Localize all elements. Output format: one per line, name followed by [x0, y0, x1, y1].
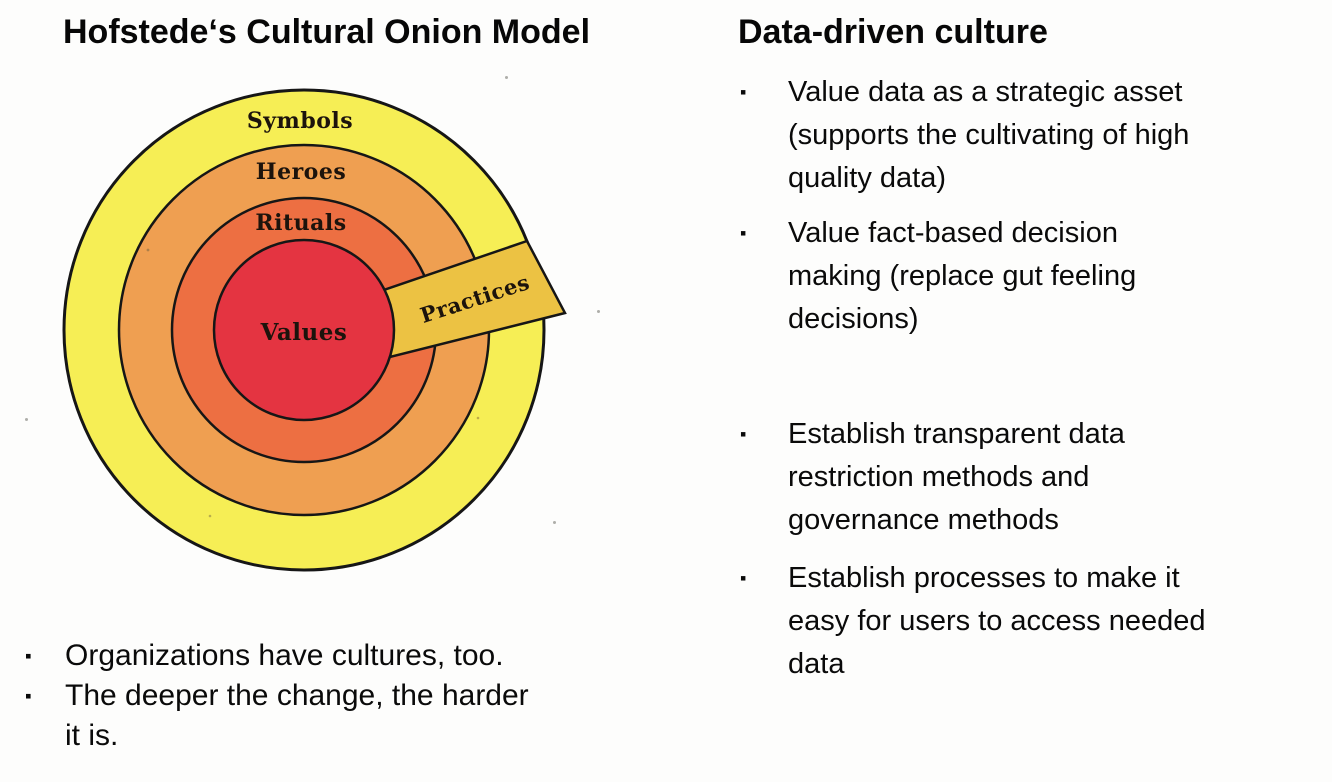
bullet-text: Establish transparent data restriction m… [788, 418, 1125, 536]
bullet-icon: ▪ [740, 424, 747, 444]
scan-speck [505, 76, 508, 79]
scan-speck [553, 521, 556, 524]
bullet-icon: ▪ [25, 645, 32, 666]
list-item: ▪ The deeper the change, the harder it i… [25, 676, 529, 756]
scan-speck [476, 416, 480, 420]
bullet-text: The deeper the change, the harder it is. [65, 679, 529, 752]
circle-values [212, 238, 396, 422]
scan-speck [208, 514, 212, 518]
label-values: Values [260, 319, 348, 346]
scan-speck [146, 248, 150, 252]
scan-speck [25, 418, 28, 421]
left-bullet-list: ▪ Organizations have cultures, too. ▪ Th… [25, 636, 529, 756]
list-item: ▪ Establish processes to make it easy fo… [740, 557, 1206, 686]
right-section-title: Data-driven culture [738, 13, 1048, 51]
bullet-text: Value fact-based decision making (replac… [788, 217, 1137, 335]
right-bullet-list: ▪ Value data as a strategic asset (suppo… [740, 71, 1206, 686]
bullet-icon: ▪ [25, 685, 32, 706]
list-item: ▪ Organizations have cultures, too. [25, 636, 529, 676]
label-rituals: Rituals [255, 210, 346, 236]
bullet-icon: ▪ [740, 568, 747, 588]
left-section-title: Hofstede‘s Cultural Onion Model [63, 13, 591, 51]
label-heroes: Heroes [256, 159, 346, 185]
bullet-text: Establish processes to make it easy for … [788, 562, 1206, 680]
scan-speck [597, 310, 600, 313]
bullet-text: Organizations have cultures, too. [65, 639, 504, 672]
list-item: ▪ Establish transparent data restriction… [740, 413, 1206, 542]
bullet-text: Value data as a strategic asset (support… [788, 76, 1190, 194]
list-item: ▪ Value fact-based decision making (repl… [740, 212, 1206, 341]
label-symbols: Symbols [247, 108, 353, 134]
bullet-icon: ▪ [740, 223, 747, 243]
bullet-icon: ▪ [740, 82, 747, 102]
list-item: ▪ Value data as a strategic asset (suppo… [740, 71, 1206, 200]
onion-diagram: Symbols Heroes Rituals Values Practices [62, 88, 567, 572]
